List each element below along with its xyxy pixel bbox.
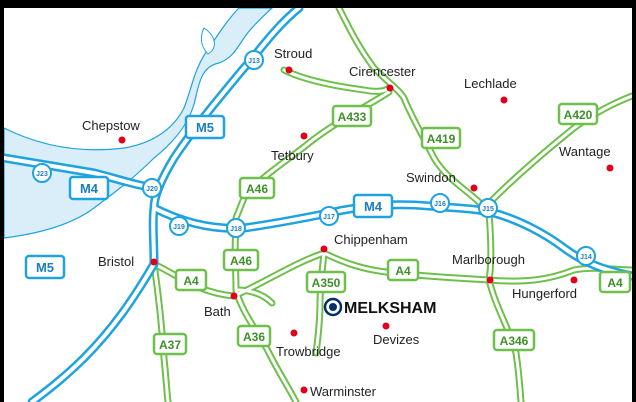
shield-a420-label: A420 xyxy=(564,108,593,122)
shield-a419-label: A419 xyxy=(427,132,456,146)
shield-a36-label: A36 xyxy=(243,330,265,344)
shield-m5-south: M5 xyxy=(24,254,66,280)
junction-j20: J20 xyxy=(142,178,162,198)
town-dot-trowbridge xyxy=(290,329,298,337)
shield-a4-east-label: A4 xyxy=(607,276,623,290)
shield-m5-north: M5 xyxy=(184,114,226,140)
shield-a46-north: A46 xyxy=(238,176,276,200)
shield-a4-bristol-label: A4 xyxy=(183,274,199,288)
junction-j13: J13 xyxy=(244,50,264,70)
junction-j16: J16 xyxy=(430,193,450,213)
shield-a433-label: A433 xyxy=(338,110,367,124)
junction-j14-label: J14 xyxy=(580,254,592,261)
shield-a4-mid: A4 xyxy=(386,258,420,282)
junction-j17-label: J17 xyxy=(323,214,335,221)
junction-j19-label: J19 xyxy=(173,224,185,231)
shield-a346: A346 xyxy=(492,328,536,352)
junction-j13-label: J13 xyxy=(248,58,260,65)
town-label-trowbridge: Trowbridge xyxy=(276,344,341,359)
shield-m5-north-label: M5 xyxy=(196,120,214,135)
town-labels: Stroud Cirencester Lechlade Chepstow Tet… xyxy=(82,46,611,399)
town-dot-lechlade xyxy=(500,96,508,104)
junction-j19: J19 xyxy=(169,216,189,236)
town-label-cirencester: Cirencester xyxy=(349,64,416,79)
shield-a350-label: A350 xyxy=(312,276,341,290)
town-dot-chippenham xyxy=(320,245,328,253)
town-dot-tetbury xyxy=(300,132,308,140)
town-label-bath: Bath xyxy=(204,304,231,319)
junction-j17: J17 xyxy=(319,206,339,226)
town-dot-bristol xyxy=(150,258,158,266)
melksham-marker: MELKSHAM xyxy=(323,297,436,317)
shield-m4-west: M4 xyxy=(68,175,110,201)
shield-m4-east: M4 xyxy=(352,193,394,219)
road-shields: M5 M4 M5 M4 A433 A419 A420 A46 xyxy=(24,102,632,356)
junction-j15: J15 xyxy=(478,198,498,218)
town-label-stroud: Stroud xyxy=(274,46,312,61)
junction-j14: J14 xyxy=(576,246,596,266)
shield-a46-south-label: A46 xyxy=(230,254,252,268)
town-dot-hungerford xyxy=(570,276,578,284)
town-label-devizes: Devizes xyxy=(373,332,420,347)
junction-j23-label: J23 xyxy=(36,171,48,178)
town-dots xyxy=(118,66,614,394)
shield-a37-label: A37 xyxy=(159,338,181,352)
town-dot-chepstow xyxy=(118,136,126,144)
town-dot-marlborough xyxy=(486,276,494,284)
road-map: J13 J20 J23 J19 J18 J17 J16 J15 xyxy=(4,8,632,402)
shield-a36: A36 xyxy=(236,324,272,348)
town-dot-cirencester xyxy=(386,84,394,92)
shield-a346-label: A346 xyxy=(500,334,529,348)
shield-a350: A350 xyxy=(305,270,347,294)
shield-m5-south-label: M5 xyxy=(36,260,54,275)
shield-a46-north-label: A46 xyxy=(246,182,268,196)
town-dot-swindon xyxy=(470,184,478,192)
shield-a37: A37 xyxy=(152,332,188,356)
town-label-tetbury: Tetbury xyxy=(271,148,314,163)
junction-j20-label: J20 xyxy=(146,186,158,193)
town-dot-wantage xyxy=(606,164,614,172)
town-label-marlborough: Marlborough xyxy=(452,252,525,267)
town-label-warminster: Warminster xyxy=(310,384,377,399)
town-dot-devizes xyxy=(382,322,390,330)
melksham-label: MELKSHAM xyxy=(344,300,436,317)
junction-j18: J18 xyxy=(226,218,246,238)
town-label-lechlade: Lechlade xyxy=(464,76,517,91)
town-dot-stroud xyxy=(285,66,293,74)
town-label-hungerford: Hungerford xyxy=(512,286,577,301)
town-label-wantage: Wantage xyxy=(559,144,611,159)
town-label-bristol: Bristol xyxy=(98,254,134,269)
shield-a4-east: A4 xyxy=(598,270,632,294)
shield-m4-east-label: M4 xyxy=(364,199,383,214)
town-label-chepstow: Chepstow xyxy=(82,118,140,133)
junction-markers: J13 J20 J23 J19 J18 J17 J16 J15 xyxy=(32,50,596,266)
shield-m4-west-label: M4 xyxy=(80,181,99,196)
junction-j23: J23 xyxy=(32,163,52,183)
junction-j18-label: J18 xyxy=(230,226,242,233)
town-label-chippenham: Chippenham xyxy=(334,232,408,247)
town-label-swindon: Swindon xyxy=(406,170,456,185)
shield-a4-bristol: A4 xyxy=(174,268,208,292)
a-roads xyxy=(150,8,632,402)
junction-j15-label: J15 xyxy=(482,206,494,213)
town-dot-bath xyxy=(230,292,238,300)
town-dot-warminster xyxy=(300,386,308,394)
shield-a433: A433 xyxy=(331,104,373,128)
shield-a46-south: A46 xyxy=(222,248,260,272)
junction-j16-label: J16 xyxy=(434,201,446,208)
shield-a4-mid-label: A4 xyxy=(395,264,411,278)
shield-a420: A420 xyxy=(557,102,599,126)
shield-a419: A419 xyxy=(420,126,462,150)
